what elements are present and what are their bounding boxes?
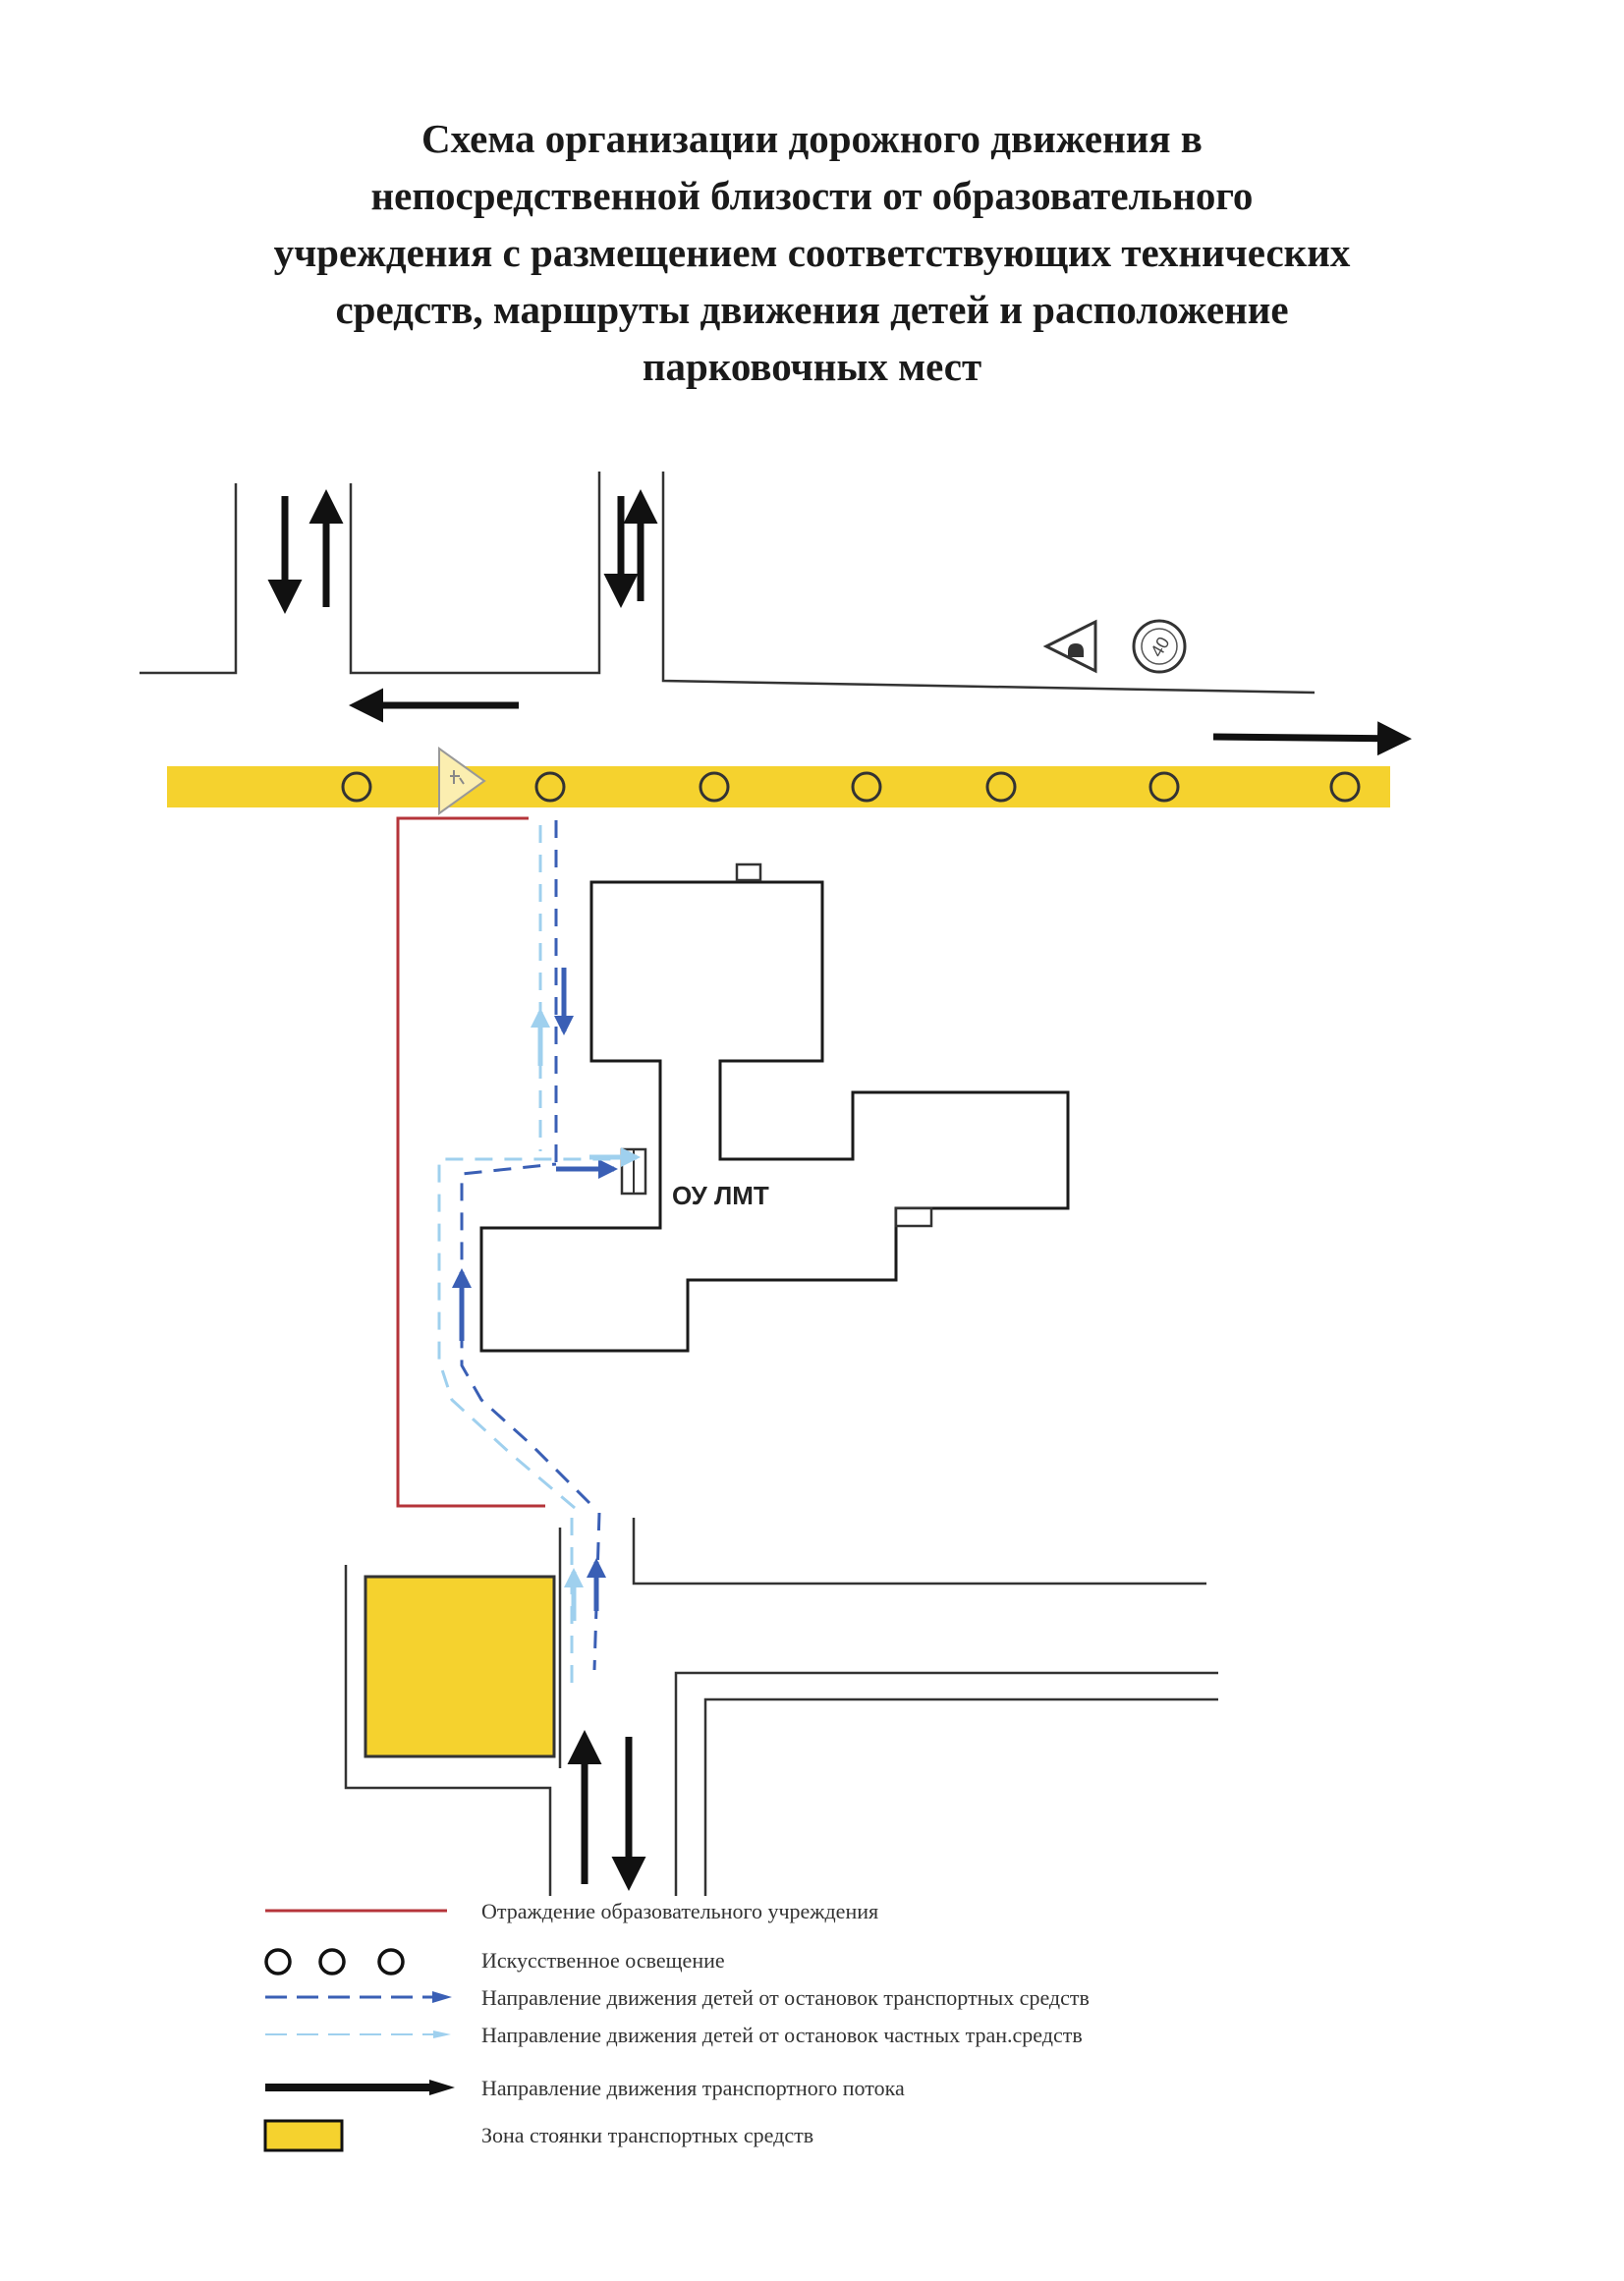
- street-light-icon: [985, 771, 1017, 803]
- title-line: непосредственной близости от образовател…: [370, 173, 1254, 218]
- south-traffic-arrows: [567, 1730, 646, 1891]
- legend-item-lighting: Искусственное освещение: [251, 1940, 1429, 1979]
- south-street-curbs: [344, 1518, 1218, 1896]
- street-light-icon: [1148, 771, 1180, 803]
- street-light-icon: [1329, 771, 1361, 803]
- legend-label: Направление движения транспортного поток…: [481, 2076, 905, 2100]
- legend-label: Искусственное освещение: [481, 1948, 725, 1973]
- building-label: ОУ ЛМТ: [672, 1181, 769, 1210]
- title-line: парковочных мест: [642, 344, 982, 389]
- legend-item-traffic: Направление движения транспортного поток…: [251, 2068, 1429, 2107]
- legend-item-parking: Зона стоянки транспортных средств: [251, 2115, 1429, 2154]
- street-light-icon: [341, 771, 372, 803]
- legend-label: Зона стоянки транспортных средств: [481, 2123, 814, 2147]
- pedestrian-crossing-sign-icon: [1042, 619, 1097, 674]
- dashed-blue-arrow-icon: [265, 1991, 452, 2003]
- school-building: [479, 880, 1070, 1353]
- legend-label: Отраждение образовательного учреждения: [481, 1899, 879, 1923]
- diagram-title: Схема организации дорожного движения в н…: [98, 110, 1526, 395]
- legend-item-private-route: Направление движения детей от остановок …: [251, 2015, 1429, 2054]
- school-fence: [396, 816, 545, 1508]
- lighting-strip: [167, 766, 1390, 807]
- pedestrian-crosswalk-icon: [438, 747, 486, 815]
- title-line: средств, маршруты движения детей и распо…: [335, 287, 1289, 332]
- dashed-lightblue-arrow-icon: [265, 2031, 451, 2038]
- lighting-circles-icon: [264, 1948, 405, 1975]
- street-lights: [341, 771, 1361, 803]
- route-public-arrows: [452, 968, 618, 1611]
- street-light-icon: [851, 771, 882, 803]
- fence-line-icon: [265, 1909, 447, 1913]
- north-street-curbs: [140, 472, 1316, 695]
- parking-rect-icon: [263, 2119, 344, 2152]
- street-light-icon: [699, 771, 730, 803]
- side-entrance-icon: [894, 1206, 933, 1228]
- title-line: Схема организации дорожного движения в: [421, 116, 1203, 161]
- route-private-arrows: [531, 1008, 641, 1621]
- legend-label: Направление движения детей от остановок …: [481, 1985, 1090, 2010]
- legend-item-public-route: Направление движения детей от остановок …: [251, 1977, 1429, 2017]
- traffic-arrow-right: [1212, 721, 1412, 756]
- street-light-icon: [534, 771, 566, 803]
- title-line: учреждения с размещением соответствующих…: [273, 230, 1351, 275]
- speed-limit-40-sign-icon: 40: [1132, 619, 1187, 674]
- route-public-transport: [460, 820, 601, 1671]
- parking-zone: [364, 1575, 556, 1758]
- north-traffic-arrows: [267, 489, 1412, 756]
- building-entrance-icon: [735, 862, 762, 882]
- route-private-transport: [437, 825, 629, 1690]
- legend-label: Направление движения детей от остановок …: [481, 2023, 1083, 2047]
- legend-item-fence: Отраждение образовательного учреждения: [251, 1891, 1429, 1930]
- black-arrow-icon: [265, 2080, 455, 2095]
